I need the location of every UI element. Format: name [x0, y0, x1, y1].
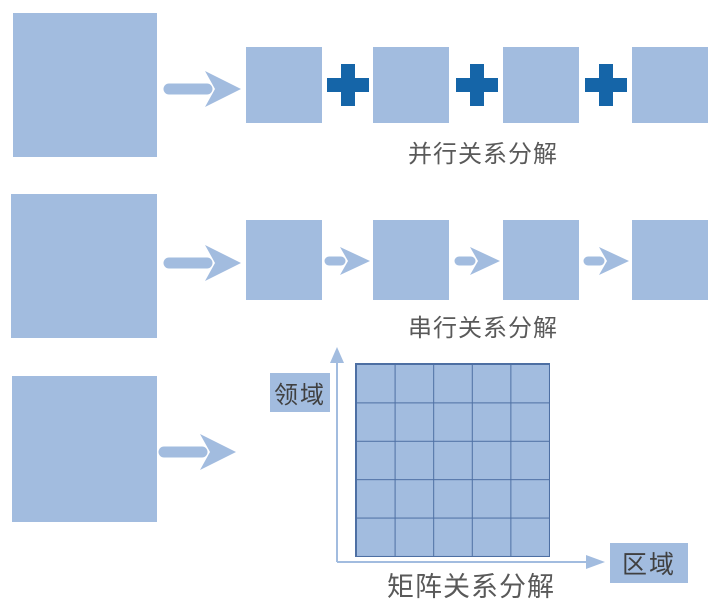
decompose-arrow-icon — [163, 71, 241, 107]
plus-icon — [456, 64, 498, 106]
parallel-part-square — [246, 47, 322, 123]
axis-arrow-up-icon — [330, 347, 344, 363]
x-axis-label: 区域 — [621, 550, 676, 579]
parallel-part-square — [632, 47, 708, 123]
parallel-part-square — [503, 47, 579, 123]
serial-arrow-icon — [324, 247, 370, 275]
serial-row-label: 串行关系分解 — [408, 314, 558, 342]
y-axis-label: 领域 — [274, 381, 326, 409]
matrix-axes — [330, 347, 605, 569]
matrix-row-label: 矩阵关系分解 — [387, 572, 555, 601]
decompose-arrow-icon — [158, 434, 236, 470]
x-axis-label-box: 区域 — [610, 543, 688, 583]
parallel-whole-square — [13, 13, 157, 157]
serial-whole-square — [11, 194, 157, 338]
plus-icon — [585, 64, 627, 106]
serial-part-square — [373, 220, 449, 300]
decompose-arrow-icon — [163, 245, 241, 281]
serial-arrow-icon — [454, 247, 500, 275]
serial-part-square — [632, 220, 708, 300]
matrix-whole-square — [12, 376, 157, 522]
axis-arrow-right-icon — [586, 555, 605, 569]
parallel-row-label: 并行关系分解 — [408, 140, 558, 168]
serial-part-square — [503, 220, 579, 300]
matrix-grid — [355, 363, 550, 557]
y-axis-label-box: 领域 — [270, 373, 330, 412]
serial-arrow-icon — [583, 247, 629, 275]
plus-icon — [327, 64, 369, 106]
parallel-part-square — [373, 47, 449, 123]
serial-part-square — [246, 220, 322, 300]
